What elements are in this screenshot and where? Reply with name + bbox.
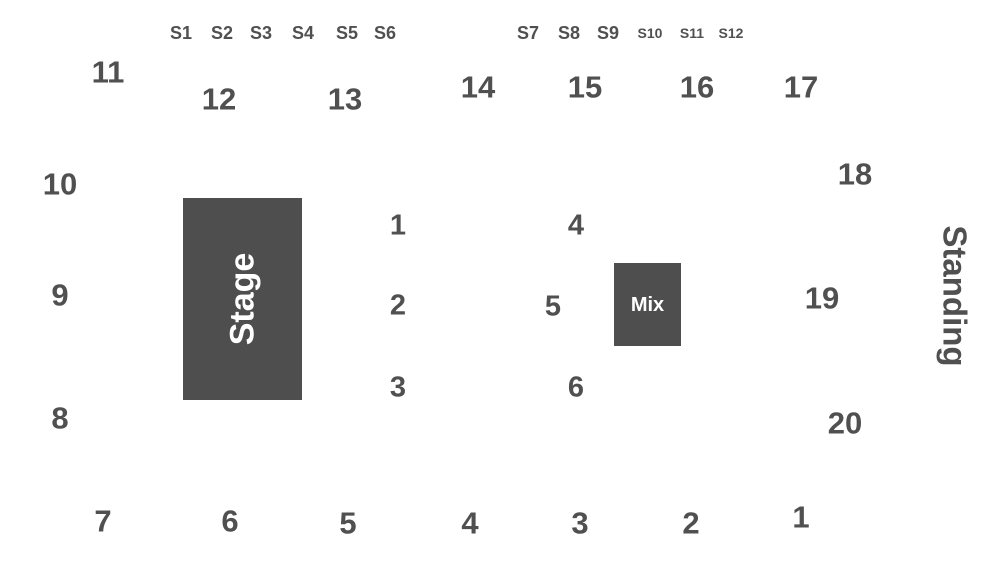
section-11[interactable]: 11 bbox=[91, 54, 125, 90]
stage-label: Stage bbox=[223, 252, 262, 346]
section-12[interactable]: 12 bbox=[201, 81, 237, 117]
standing-area-label[interactable]: Standing bbox=[936, 225, 974, 367]
section-s3[interactable]: S3 bbox=[249, 23, 273, 43]
section-9[interactable]: 9 bbox=[51, 277, 69, 313]
floor-section-4[interactable]: 4 bbox=[567, 209, 585, 242]
section-18[interactable]: 18 bbox=[837, 156, 873, 192]
section-2[interactable]: 2 bbox=[682, 505, 700, 541]
mix-label: Mix bbox=[630, 293, 665, 316]
section-17[interactable]: 17 bbox=[783, 69, 819, 105]
floor-section-5[interactable]: 5 bbox=[544, 290, 562, 323]
section-s9[interactable]: S9 bbox=[596, 23, 620, 43]
floor-section-6[interactable]: 6 bbox=[567, 371, 585, 404]
section-s11[interactable]: S11 bbox=[679, 25, 705, 41]
floor-section-3[interactable]: 3 bbox=[389, 371, 407, 404]
section-5[interactable]: 5 bbox=[339, 505, 357, 541]
section-20[interactable]: 20 bbox=[827, 405, 863, 441]
section-14[interactable]: 14 bbox=[460, 69, 496, 105]
section-s4[interactable]: S4 bbox=[291, 23, 315, 43]
section-10[interactable]: 10 bbox=[42, 166, 78, 202]
section-3[interactable]: 3 bbox=[571, 505, 589, 541]
section-13[interactable]: 13 bbox=[327, 81, 363, 117]
section-s1[interactable]: S1 bbox=[169, 23, 193, 43]
section-s2[interactable]: S2 bbox=[210, 23, 234, 43]
section-8[interactable]: 8 bbox=[51, 400, 69, 436]
section-s5[interactable]: S5 bbox=[335, 23, 359, 43]
section-1[interactable]: 1 bbox=[792, 499, 810, 535]
section-s10[interactable]: S10 bbox=[637, 25, 663, 41]
section-4[interactable]: 4 bbox=[461, 505, 479, 541]
section-16[interactable]: 16 bbox=[679, 69, 715, 105]
section-s8[interactable]: S8 bbox=[557, 23, 581, 43]
section-19[interactable]: 19 bbox=[804, 280, 840, 316]
floor-section-1[interactable]: 1 bbox=[389, 209, 407, 242]
section-15[interactable]: 15 bbox=[567, 69, 603, 105]
section-s12[interactable]: S12 bbox=[718, 25, 744, 41]
stage-block: Stage bbox=[183, 198, 302, 400]
section-s6[interactable]: S6 bbox=[373, 23, 397, 43]
mix-position-block: Mix bbox=[614, 263, 681, 346]
section-7[interactable]: 7 bbox=[94, 503, 112, 539]
section-s7[interactable]: S7 bbox=[516, 23, 540, 43]
section-6[interactable]: 6 bbox=[221, 503, 239, 539]
floor-section-2[interactable]: 2 bbox=[389, 289, 407, 322]
